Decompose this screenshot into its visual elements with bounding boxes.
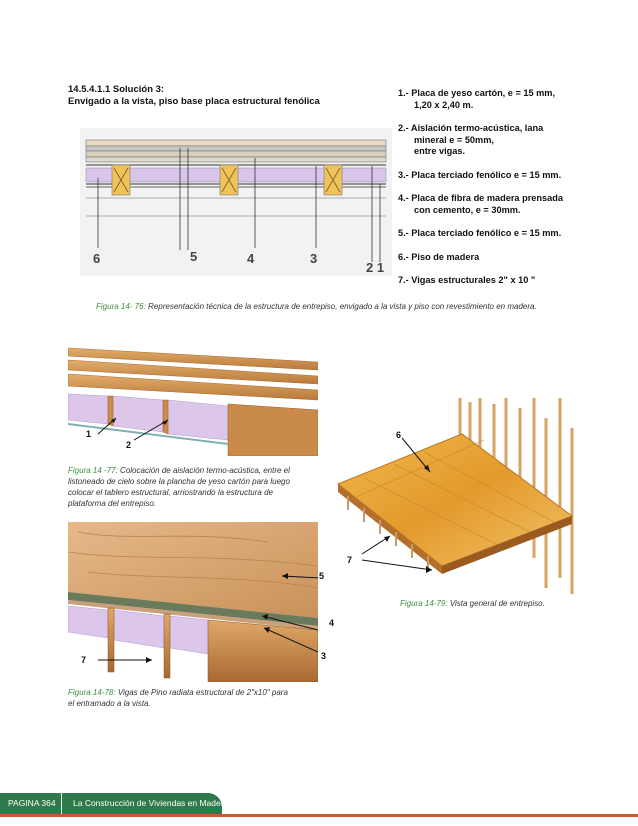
page-number: PAGINA 364 bbox=[8, 798, 56, 808]
fig78-label-3: 3 bbox=[321, 651, 327, 661]
drawing-label-3: 3 bbox=[310, 251, 318, 266]
materials-legend: 1.- Placa de yeso cartón, e = 15 mm, 1,2… bbox=[398, 88, 598, 299]
legend-item-5: 5.- Placa terciado fenólico e = 15 mm. bbox=[398, 228, 562, 238]
figure-77-caption: Figura 14 -77: Colocación de aislación t… bbox=[68, 466, 290, 508]
legend-item-1: 1.- Placa de yeso cartón, e = 15 mm, 1,2… bbox=[398, 88, 556, 110]
figure-78-caption: Figura 14-78: Vigas de Pino radiata estr… bbox=[68, 688, 288, 708]
insulation-photo bbox=[68, 344, 318, 456]
section-subtitle: Envigado a la vista, piso base placa est… bbox=[68, 96, 320, 107]
legend-item-2: 2.- Aislación termo-acústica, lana miner… bbox=[398, 123, 544, 156]
fig78-label-5: 5 bbox=[319, 571, 325, 581]
drawing-label-6: 6 bbox=[93, 251, 101, 266]
drawing-label-2-1: 2 1 bbox=[366, 260, 385, 275]
technical-section-drawing bbox=[80, 128, 392, 276]
fig77-label-1: 1 bbox=[86, 429, 92, 439]
section-heading: 14.5.4.1.1 Solución 3: Envigado a la vis… bbox=[68, 84, 320, 108]
fig79-label-7: 7 bbox=[347, 555, 353, 565]
legend-item-4: 4.- Placa de fibra de madera prensada co… bbox=[398, 193, 563, 215]
book-title: La Construcción de Viviendas en Madera bbox=[73, 798, 229, 808]
footer-orange-line bbox=[0, 814, 638, 817]
fig78-label-7: 7 bbox=[81, 655, 87, 665]
page-footer: PAGINA 364 La Construcción de Viviendas … bbox=[0, 793, 228, 814]
fig77-label-2: 2 bbox=[126, 440, 132, 450]
footer-divider bbox=[61, 793, 62, 814]
fig78-label-4: 4 bbox=[329, 618, 335, 628]
joists-photo bbox=[68, 522, 318, 682]
figure-76-caption: Figura 14- 76: Representación técnica de… bbox=[96, 302, 537, 311]
fig79-label-6: 6 bbox=[396, 430, 402, 440]
section-number: 14.5.4.1.1 Solución 3: bbox=[68, 84, 165, 95]
figure-79-caption: Figura 14-79: Vista general de entrepiso… bbox=[400, 599, 545, 608]
legend-item-6: 6.- Piso de madera bbox=[398, 251, 480, 262]
legend-item-3: 3.- Placa terciado fenólico e = 15 mm. bbox=[398, 169, 562, 180]
legend-item-7: 7.- Vigas estructurales 2" x 10 " bbox=[398, 275, 536, 285]
floor-overview-photo bbox=[337, 398, 574, 594]
drawing-label-5: 5 bbox=[190, 249, 198, 264]
drawing-label-4: 4 bbox=[247, 251, 255, 266]
